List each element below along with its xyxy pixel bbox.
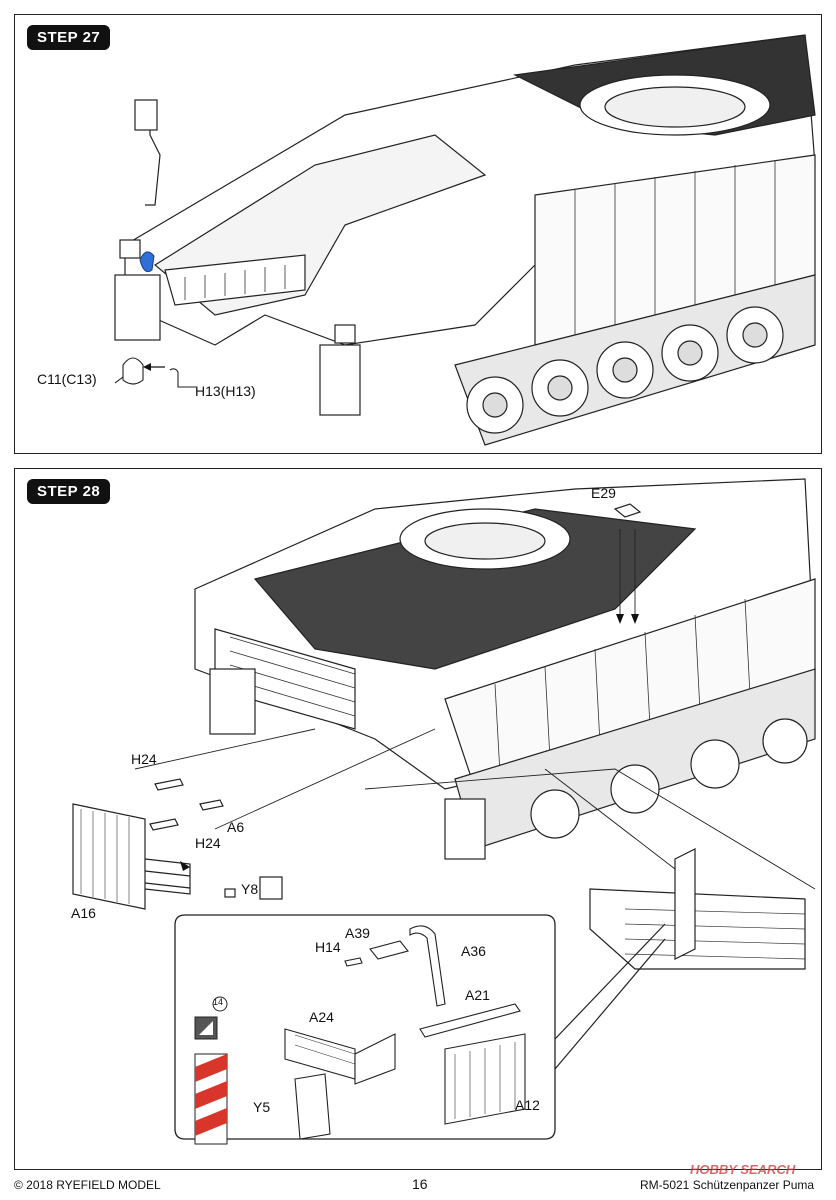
step-27-badge: STEP 27 — [27, 25, 111, 50]
y5-decal — [194, 1053, 228, 1145]
page-number: 16 — [412, 1176, 428, 1192]
step-28-illustration — [72, 478, 816, 1145]
label-a12: A12 — [515, 1097, 540, 1113]
label-a21: A21 — [465, 987, 490, 1003]
watermark-logo: HOBBY SEARCH — [690, 1162, 796, 1177]
step-28-panel: STEP 28 — [14, 468, 822, 1170]
step-27-panel: STEP 27 — [14, 14, 822, 454]
label-e29: E29 — [591, 485, 616, 501]
label-h14: H14 — [315, 939, 341, 955]
label-c11: C11(C13) — [37, 371, 97, 387]
label-y5: Y5 — [253, 1099, 271, 1115]
label-a24: A24 — [309, 1009, 334, 1025]
label-h24-bottom: H24 — [195, 835, 221, 851]
label-a16: A16 — [71, 905, 96, 921]
product-code: RM-5021 Schützenpanzer Puma — [640, 1178, 815, 1192]
label-a39: A39 — [345, 925, 370, 941]
label-a36: A36 — [461, 943, 486, 959]
label-a6: A6 — [227, 819, 245, 835]
label-h13: H13(H13) — [195, 383, 256, 399]
step-28-badge: STEP 28 — [27, 479, 111, 504]
step-27-illustration — [114, 34, 816, 446]
decal-number: 14 — [213, 997, 224, 1007]
label-h24-top: H24 — [131, 751, 157, 767]
copyright: © 2018 RYEFIELD MODEL — [14, 1178, 161, 1192]
c11-highlight — [139, 251, 155, 273]
label-y8: Y8 — [241, 881, 259, 897]
